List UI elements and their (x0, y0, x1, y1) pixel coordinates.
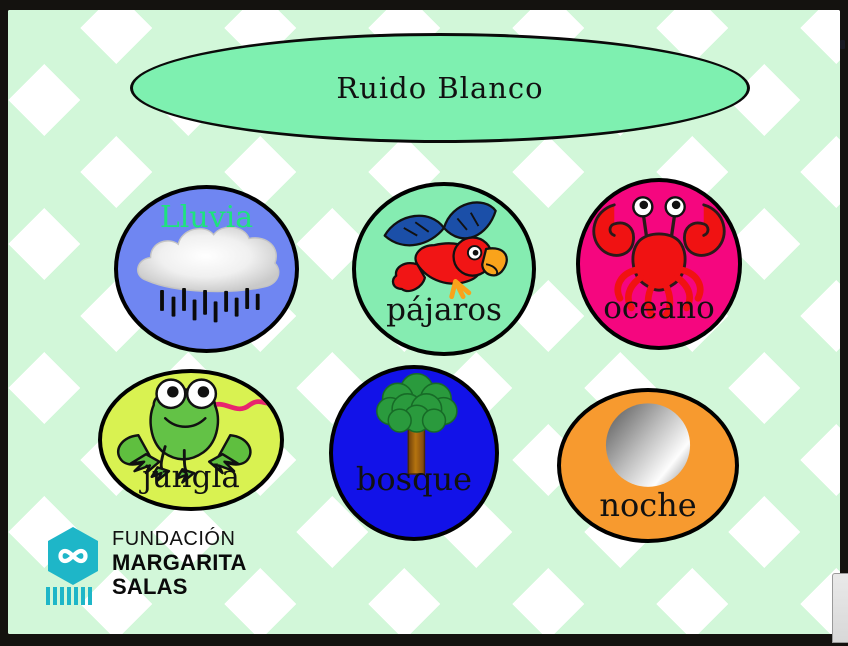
sound-button-lluvia[interactable]: Lluvia (114, 185, 299, 353)
sound-button-pajaros[interactable]: pájaros (352, 182, 536, 356)
infinity-hexagon-icon (48, 527, 98, 585)
logo-line-fundacion: FUNDACIÓN (112, 528, 236, 550)
logo-mark (42, 527, 104, 605)
logo-wordmark: FUNDACIÓN MARGARITA SALAS (112, 527, 247, 598)
frog-icon (102, 373, 280, 507)
page-title: Ruido Blanco (336, 71, 544, 105)
logo-line-margarita: MARGARITA (112, 550, 247, 575)
sound-button-bosque[interactable]: bosque (329, 365, 499, 541)
sound-button-oceano[interactable]: oceano (576, 178, 742, 350)
crab-icon (580, 182, 738, 346)
logo-line-salas: SALAS (112, 574, 188, 599)
moon-icon (561, 392, 735, 539)
foundation-logo: FUNDACIÓN MARGARITA SALAS (42, 527, 282, 605)
logo-bars (46, 587, 92, 605)
title-banner: Ruido Blanco (130, 33, 750, 143)
sound-button-jungla[interactable]: jungla (98, 369, 284, 511)
sound-button-noche[interactable]: noche (557, 388, 739, 543)
parrot-icon (356, 186, 532, 352)
tree-icon (333, 369, 495, 537)
rain-cloud-icon (118, 189, 295, 349)
slide-canvas: Ruido Blanco (8, 10, 840, 634)
scrollbar-thumb[interactable] (840, 40, 845, 49)
corner-panel[interactable] (832, 573, 848, 643)
